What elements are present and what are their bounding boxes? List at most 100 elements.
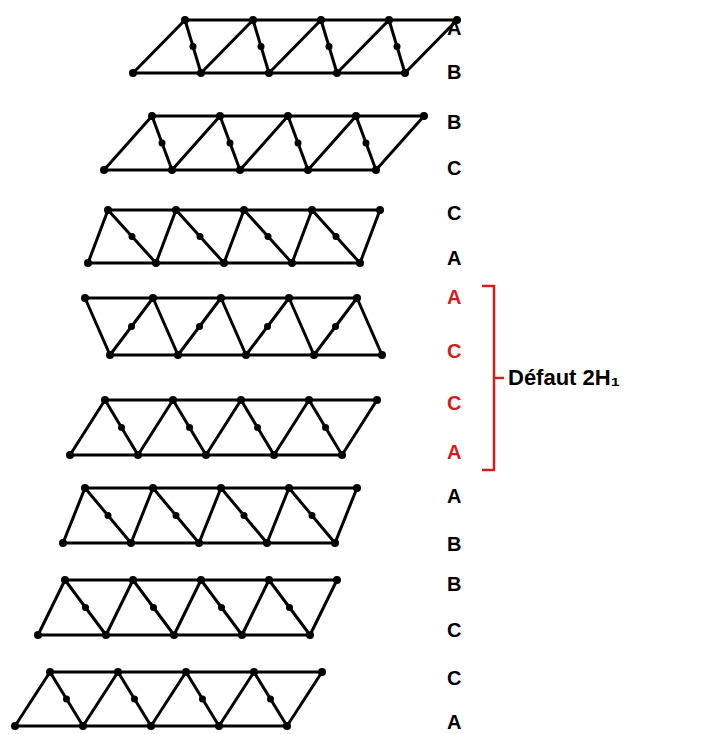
atom-dot (284, 112, 292, 120)
atom-dot (218, 604, 225, 611)
atom-dot (148, 112, 156, 120)
stacking-letter: C (447, 393, 461, 413)
atom-dot (66, 451, 74, 459)
atom-dot (131, 696, 138, 703)
atom-dot (100, 166, 108, 174)
bond-line (151, 672, 186, 726)
bond-line (289, 298, 314, 355)
atom-dot (196, 323, 203, 330)
bond-line (287, 672, 322, 726)
atom-dot (385, 16, 393, 24)
stacking-letter: B (447, 62, 461, 82)
atom-dot (308, 206, 316, 214)
bond-line (50, 672, 83, 726)
bond-line (15, 672, 50, 726)
atom-dot (241, 512, 248, 519)
atom-dot (363, 140, 370, 147)
atom-dot (102, 631, 110, 639)
bond-line (321, 20, 337, 73)
atom-dot (149, 484, 157, 492)
atom-dot (326, 43, 333, 50)
atom-dot (202, 451, 210, 459)
sheet-layers (11, 16, 461, 730)
bond-line (131, 488, 153, 543)
stacking-letter: C (447, 668, 461, 688)
atom-dot (82, 604, 89, 611)
atom-dot (295, 140, 302, 147)
bond-line (221, 298, 246, 355)
atom-dot (84, 259, 92, 267)
atom-dot (168, 166, 176, 174)
atom-dot (242, 351, 250, 359)
atom-dot (114, 668, 122, 676)
atom-dot (306, 631, 314, 639)
bond-line (357, 298, 382, 355)
atom-dot (264, 323, 271, 330)
bond-line (221, 488, 267, 543)
bond-line (219, 672, 254, 726)
bond-line (108, 210, 156, 263)
stacking-letter: A (447, 18, 461, 38)
atom-dot (333, 233, 340, 240)
bond-line (83, 672, 118, 726)
bond-line (118, 672, 151, 726)
atom-dot (220, 259, 228, 267)
atom-dot (63, 696, 70, 703)
atom-dot (378, 351, 386, 359)
stacking-letter: C (447, 203, 461, 223)
atom-dot (270, 451, 278, 459)
atom-dot (59, 539, 67, 547)
atom-dot (105, 512, 112, 519)
bond-line (356, 116, 376, 170)
atom-dot (353, 484, 361, 492)
atom-dot (118, 424, 125, 431)
atom-dot (128, 323, 135, 330)
bond-line (110, 298, 153, 355)
atom-dot (170, 631, 178, 639)
atom-dot (304, 166, 312, 174)
bond-line (269, 580, 310, 635)
atom-dot (401, 69, 409, 77)
stacking-letter: C (447, 341, 461, 361)
atom-dot (238, 631, 246, 639)
bond-line (133, 20, 185, 73)
atom-dot (169, 396, 177, 404)
bond-line (85, 298, 110, 355)
atom-dot (317, 16, 325, 24)
atom-dot (338, 451, 346, 459)
bond-line (242, 580, 269, 635)
bond-line (314, 298, 357, 355)
bond-line (206, 400, 241, 455)
atom-dot (376, 206, 384, 214)
atom-dot (372, 166, 380, 174)
atom-dot (331, 539, 339, 547)
atom-dot (195, 539, 203, 547)
atom-dot (333, 576, 341, 584)
atom-dot (394, 43, 401, 50)
atom-dot (106, 351, 114, 359)
bond-line (152, 116, 172, 170)
atom-dot (353, 294, 361, 302)
atom-dot (215, 722, 223, 730)
stacking-letter: B (447, 574, 461, 594)
bond-line (104, 116, 152, 170)
atom-dot (104, 206, 112, 214)
atom-dot (129, 576, 137, 584)
atom-dot (356, 259, 364, 267)
atom-dot (61, 576, 69, 584)
bond-line (312, 210, 360, 263)
bond-line (269, 20, 321, 73)
bond-line (253, 20, 269, 73)
bond-line (186, 672, 219, 726)
bond-line (274, 400, 309, 455)
stacking-letter: A (447, 248, 461, 268)
atom-dot (190, 43, 197, 50)
atom-dot (174, 351, 182, 359)
bond-line (309, 400, 342, 455)
atom-dot (34, 631, 42, 639)
atom-dot (265, 576, 273, 584)
bond-line (63, 488, 85, 543)
bond-line (201, 580, 242, 635)
atom-dot (127, 539, 135, 547)
atom-dot (288, 259, 296, 267)
